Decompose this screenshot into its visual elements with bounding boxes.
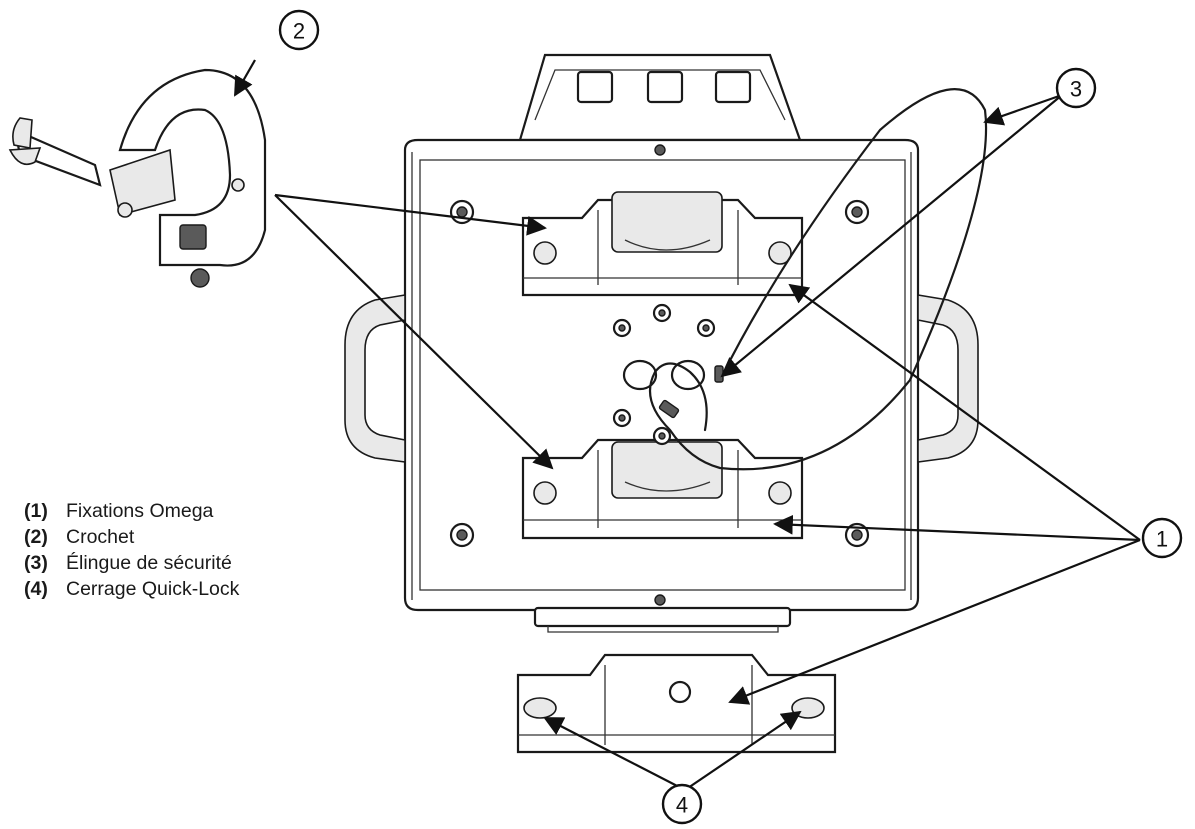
callout-2-number: 2 — [293, 19, 305, 44]
callout-3: 3 — [1055, 67, 1097, 109]
legend-label: Cerrage Quick-Lock — [66, 578, 240, 600]
legend-number: (1) — [24, 500, 48, 522]
callout-3-number: 3 — [1070, 77, 1082, 102]
legend: (1) Fixations Omega (2) Crochet (3) Élingue… — [24, 498, 239, 602]
center-holes — [612, 303, 716, 446]
legend-item-1: (1) Fixations Omega — [24, 498, 239, 524]
legend-label: Élingue de sécurité — [66, 552, 232, 574]
legend-number: (3) — [24, 552, 48, 574]
callout-1: 1 — [1141, 517, 1183, 559]
legend-label: Fixations Omega — [66, 500, 214, 522]
legend-number: (2) — [24, 526, 48, 548]
callout-1-number: 1 — [1156, 527, 1168, 552]
quick-lock-bracket — [516, 653, 837, 754]
legend-label: Crochet — [66, 526, 135, 548]
callout-4: 4 — [661, 783, 703, 825]
legend-item-3: (3) Élingue de sécurité — [24, 550, 239, 576]
callout-4-number: 4 — [676, 793, 688, 818]
callout-arrows — [234, 59, 1141, 791]
left-handle — [344, 294, 406, 463]
legend-item-4: (4) Cerrage Quick-Lock — [24, 576, 239, 602]
callout-2: 2 — [278, 9, 320, 51]
legend-number: (4) — [24, 578, 48, 600]
clamp — [8, 68, 267, 288]
fixture-head — [518, 53, 802, 142]
legend-item-2: (2) Crochet — [24, 524, 239, 550]
omega-bracket-lower — [521, 438, 804, 540]
omega-bracket-upper — [521, 191, 804, 297]
safety-cable — [648, 88, 988, 471]
right-handle — [917, 294, 979, 463]
